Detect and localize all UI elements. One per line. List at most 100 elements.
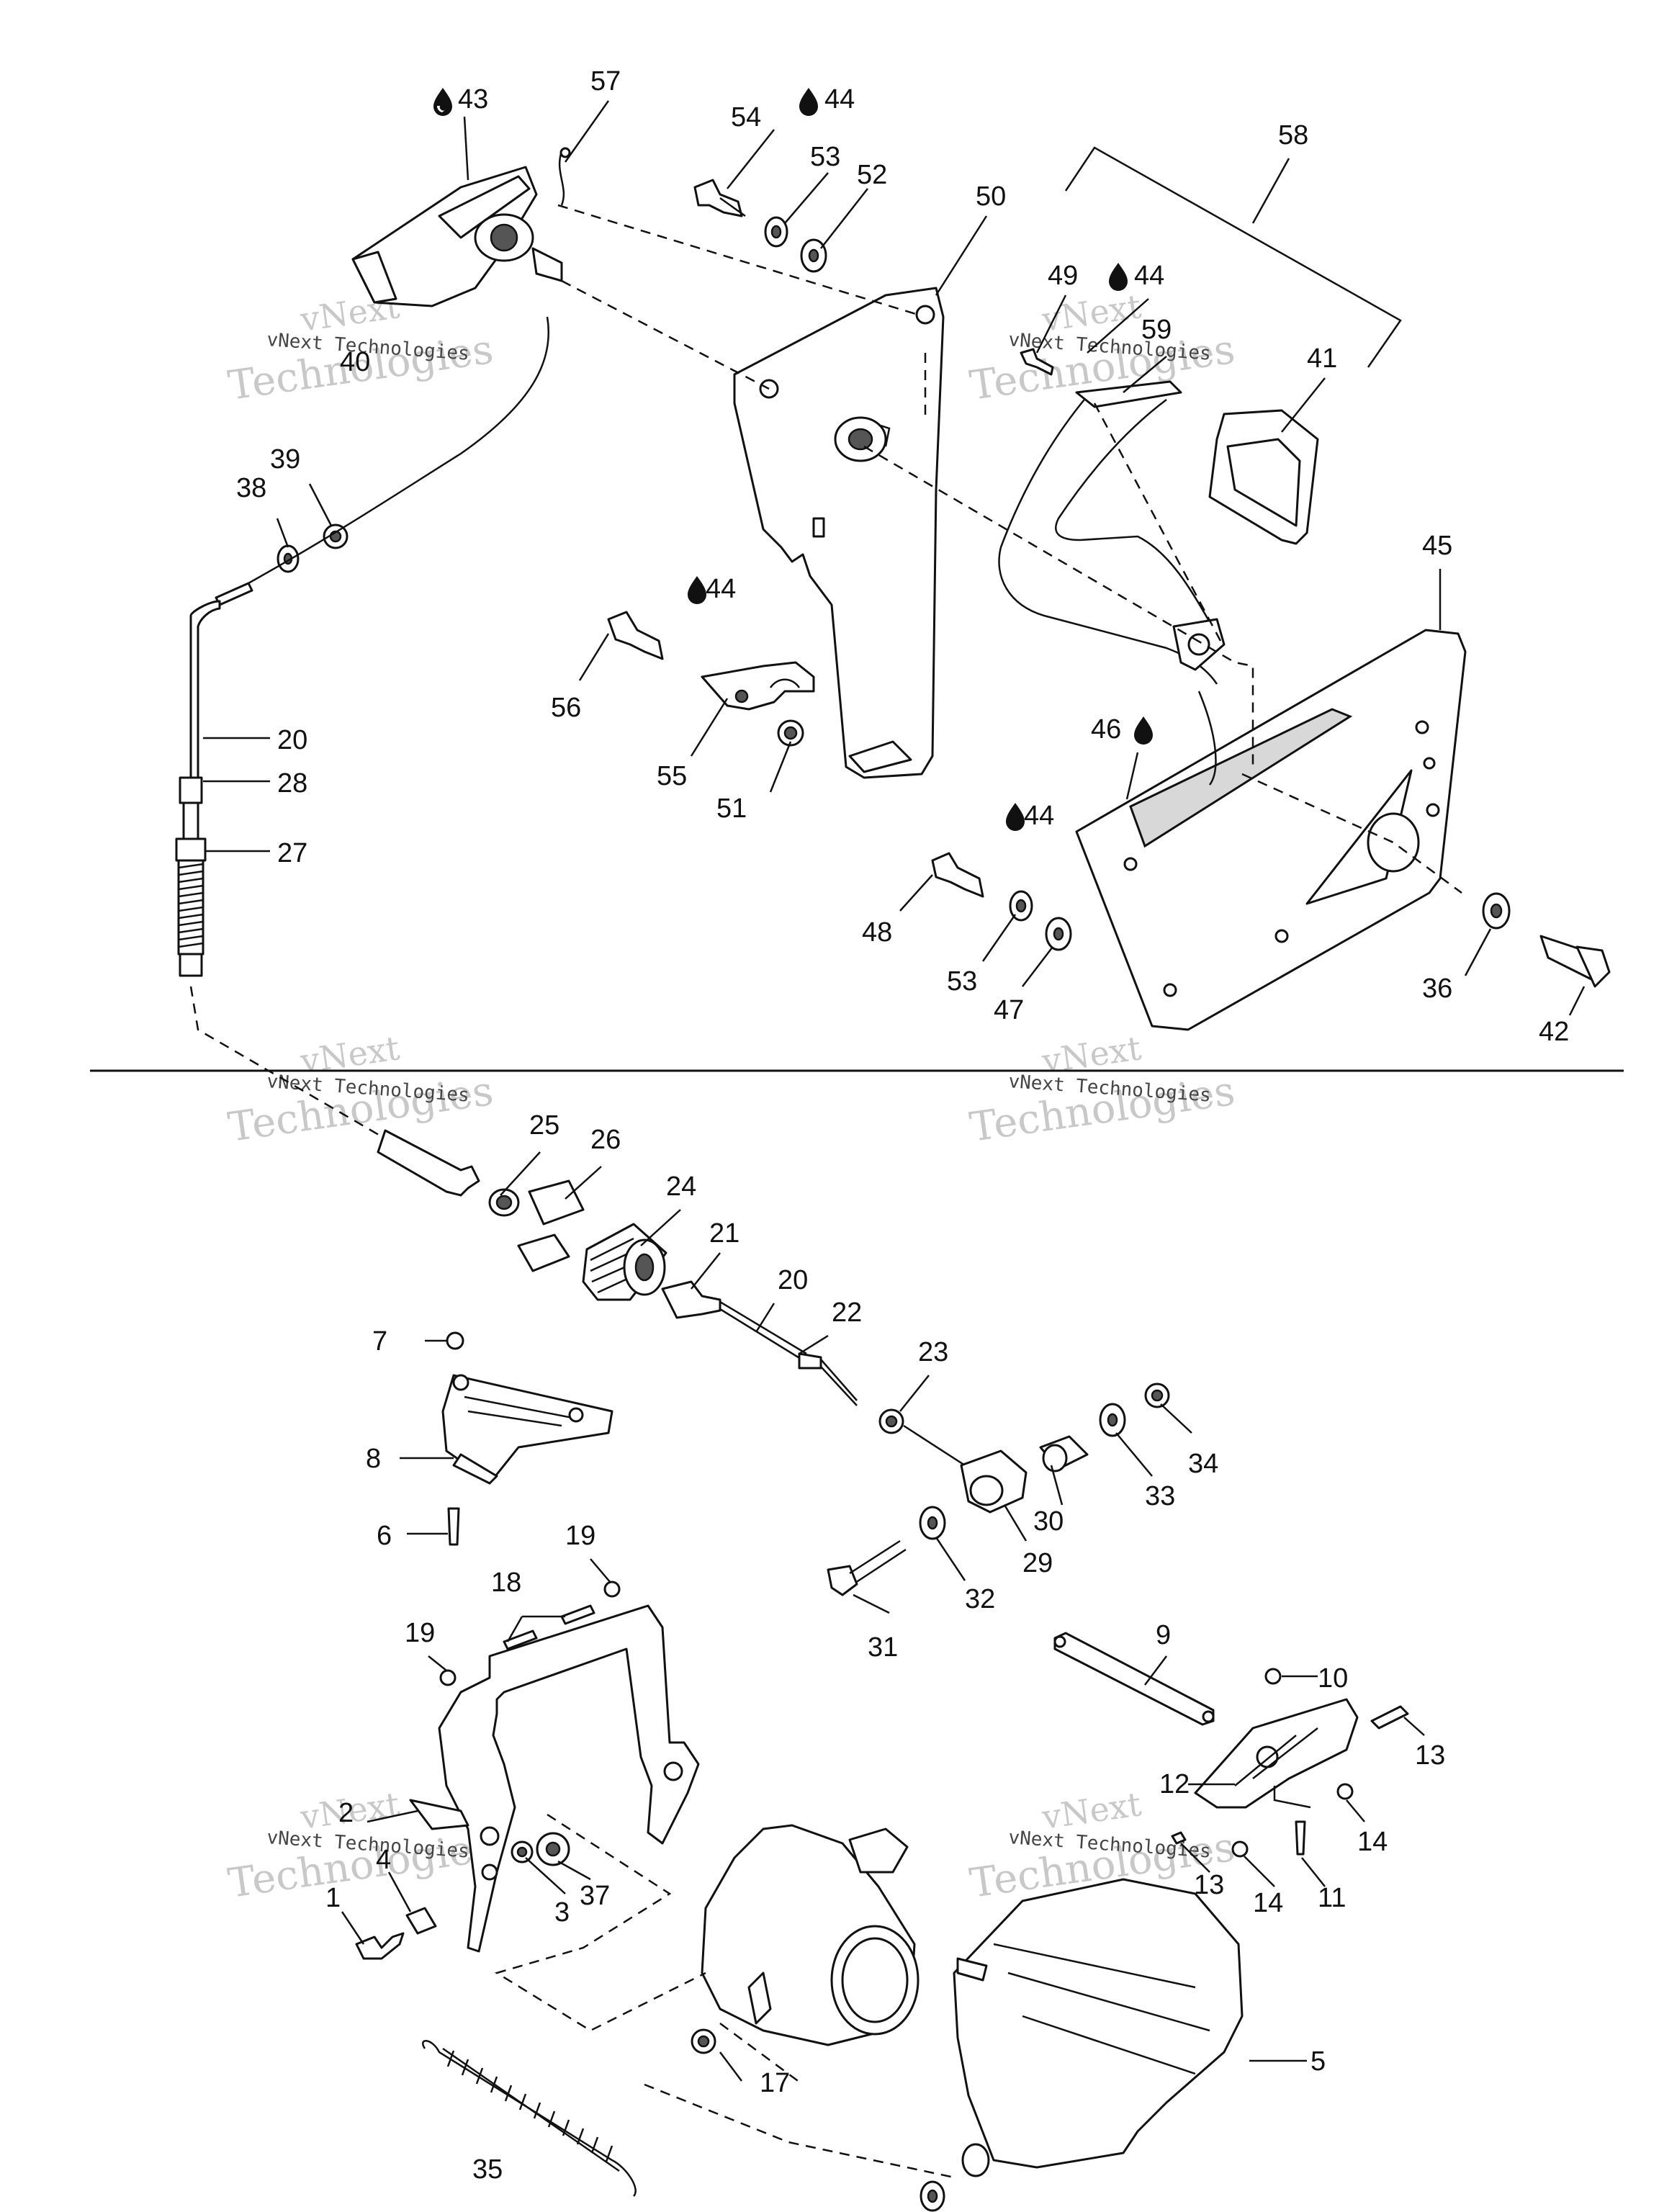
- part-21-22-cable-core: [661, 1280, 858, 1406]
- label-58: 58: [1278, 120, 1308, 150]
- dashed-line-nozzle-deflector: [644, 2083, 958, 2180]
- part-nozzle: [701, 1824, 920, 2046]
- dashed-line-57-50: [557, 204, 919, 316]
- part-1-bolt: [355, 1932, 405, 1960]
- part-59-pedal-arm: [998, 380, 1226, 685]
- label-50: 50: [976, 181, 1006, 212]
- oil-drop-icon: [799, 88, 818, 116]
- label-57: 57: [590, 66, 621, 96]
- part-53-washer-lower-hole: [1015, 899, 1027, 913]
- label-32: 32: [965, 1584, 995, 1614]
- part-9-rod: [1053, 1632, 1215, 1726]
- part-34-nut: [1144, 1382, 1170, 1408]
- label-41: 41: [1307, 343, 1337, 374]
- part-54-bolt: [693, 179, 746, 217]
- dashed-line-59: [1093, 403, 1222, 642]
- oil-drop-icon: [433, 88, 452, 116]
- leader-12-bracket: [1273, 1786, 1311, 1809]
- label-52: 52: [857, 160, 887, 190]
- label-44-pedal: 44: [1134, 261, 1164, 291]
- label-13-lower: 13: [1194, 1870, 1224, 1900]
- label-5: 5: [1310, 2046, 1326, 2077]
- label-6: 6: [377, 1521, 392, 1551]
- label-40: 40: [340, 347, 370, 377]
- label-51: 51: [716, 793, 747, 824]
- label-28: 28: [277, 768, 307, 799]
- label-31: 31: [868, 1632, 898, 1663]
- part-41-pedal-pad: [1208, 409, 1319, 545]
- part-23-nut: [878, 1408, 904, 1434]
- oil-drop-icon: [1006, 803, 1025, 831]
- label-18: 18: [491, 1568, 521, 1598]
- part-14-nut-lower: [1231, 1840, 1249, 1858]
- part-57-pin: [558, 147, 571, 206]
- part-42-bolt: [1539, 935, 1611, 988]
- label-22: 22: [832, 1298, 862, 1328]
- part-13-screw-lower: [1171, 1831, 1187, 1845]
- part-37-bushing: [536, 1832, 570, 1866]
- watermark-text: vNext: [1039, 1784, 1144, 1837]
- part-47-washer-hole: [1053, 927, 1064, 941]
- part-52-washer-hole: [808, 248, 819, 263]
- part-2-reverse-gate: [409, 1604, 700, 1953]
- label-14-lower: 14: [1253, 1888, 1283, 1918]
- part-36-washer-hole: [1490, 903, 1503, 919]
- label-33: 33: [1145, 1481, 1175, 1511]
- part-24-threaded-sleeve: [582, 1223, 667, 1301]
- part-bottom-washer-hole: [927, 2189, 938, 2203]
- watermark-text: vNext: [1039, 287, 1144, 339]
- label-19-left: 19: [405, 1618, 435, 1648]
- label-37: 37: [580, 1881, 610, 1911]
- label-9: 9: [1156, 1620, 1171, 1650]
- oil-drop-icon: [688, 576, 706, 604]
- part-4-spacer: [405, 1907, 437, 1935]
- label-54: 54: [731, 102, 761, 132]
- label-42: 42: [1539, 1017, 1569, 1047]
- dashed-line-27-25: [189, 986, 397, 1146]
- part-10-nut: [1264, 1668, 1282, 1685]
- dashed-line-40-50: [561, 279, 770, 390]
- label-17: 17: [760, 2068, 790, 2098]
- label-20-top: 20: [277, 725, 307, 755]
- label-30: 30: [1033, 1506, 1064, 1537]
- part-25-fitting: [377, 1129, 480, 1197]
- oil-drop-icon: [1134, 716, 1153, 745]
- label-44-top: 44: [824, 84, 855, 114]
- label-8: 8: [366, 1444, 381, 1474]
- leader-23-29: [903, 1424, 966, 1467]
- part-19-nut-left: [439, 1669, 457, 1686]
- label-36: 36: [1422, 974, 1452, 1004]
- label-56: 56: [551, 693, 581, 723]
- label-24: 24: [666, 1172, 696, 1202]
- label-46: 46: [1091, 714, 1121, 745]
- part-19-nut-upper: [603, 1581, 621, 1598]
- dashed-line-45-36: [1241, 773, 1462, 894]
- part-51-nut: [777, 719, 804, 747]
- label-3: 3: [554, 1897, 570, 1928]
- label-10: 10: [1318, 1663, 1348, 1694]
- label-2: 2: [338, 1798, 354, 1828]
- watermark-text: vNext: [1039, 1028, 1144, 1081]
- part-18-pins: [503, 1604, 595, 1650]
- part-17-nut: [691, 2028, 716, 2054]
- label-26: 26: [590, 1125, 621, 1155]
- dashed-line-50-45: [863, 445, 1254, 770]
- part-6-screw: [447, 1507, 460, 1546]
- part-12-lever: [1194, 1698, 1359, 1809]
- watermark-text: vNext: [297, 1028, 403, 1081]
- label-39: 39: [270, 444, 300, 475]
- part-20-cable-upper: [175, 316, 550, 977]
- leader-lines: [203, 100, 1586, 2082]
- label-29: 29: [1022, 1548, 1053, 1578]
- part-14-nut-right: [1336, 1783, 1354, 1800]
- label-4: 4: [376, 1845, 391, 1875]
- label-44-lower: 44: [1024, 801, 1054, 831]
- label-25: 25: [529, 1110, 559, 1141]
- label-59: 59: [1141, 315, 1172, 345]
- callout-labels: 43 57 44 54 53 52 50 49 44 59 41 58 45 4…: [236, 66, 1569, 2185]
- part-49-screw: [1020, 348, 1054, 376]
- label-35: 35: [472, 2154, 503, 2185]
- part-29-swivel: [960, 1449, 1028, 1514]
- part-13-screw-right: [1370, 1705, 1409, 1730]
